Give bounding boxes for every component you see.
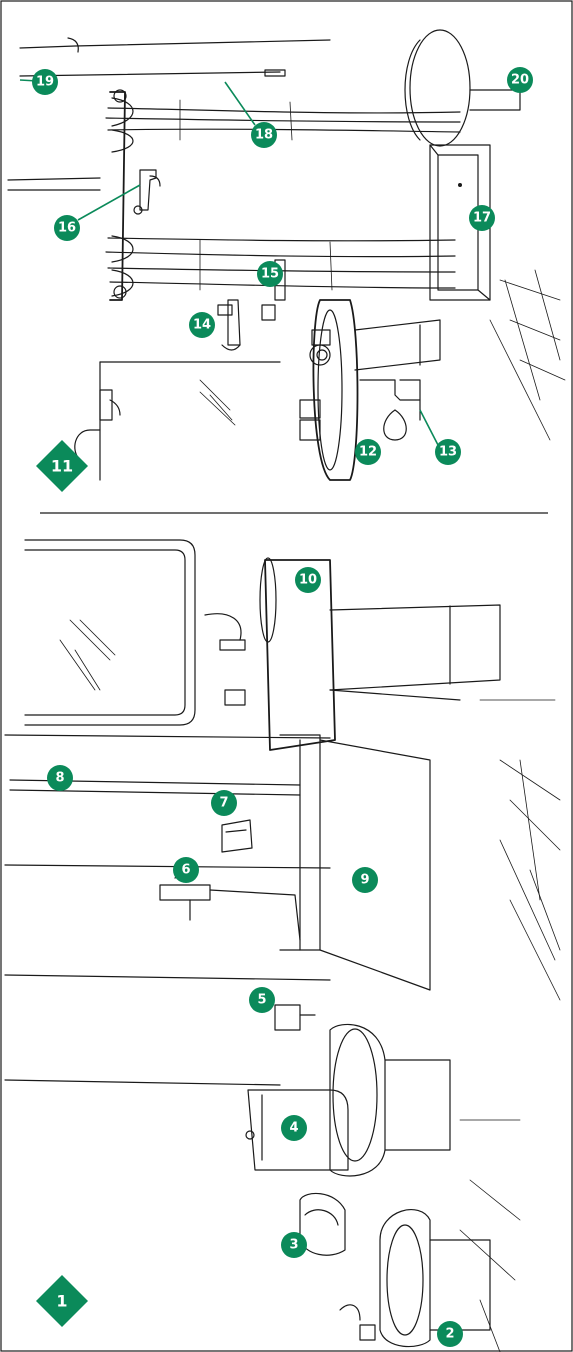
callout-14: 14 [189,312,215,338]
callout-5: 5 [249,987,275,1013]
panel-marker-1: 1 [36,1275,88,1327]
callout-4: 4 [281,1115,307,1141]
svg-text:11: 11 [51,457,73,476]
svg-text:5: 5 [257,993,266,1008]
svg-text:20: 20 [511,73,529,88]
svg-text:18: 18 [255,128,273,143]
svg-text:1: 1 [56,1292,67,1311]
callout-10: 10 [295,567,321,593]
svg-text:2: 2 [445,1327,454,1342]
svg-text:12: 12 [359,445,377,460]
callout-8: 8 [47,765,73,791]
svg-text:10: 10 [299,573,317,588]
svg-text:9: 9 [360,873,369,888]
callout-16: 16 [54,215,80,241]
svg-text:19: 19 [36,75,54,90]
callout-9: 9 [352,867,378,893]
svg-text:14: 14 [193,318,211,333]
svg-text:16: 16 [58,221,76,236]
svg-text:4: 4 [289,1121,298,1136]
svg-text:13: 13 [439,445,457,460]
callout-19: 19 [32,69,58,95]
callout-15: 15 [257,261,283,287]
callout-7: 7 [211,790,237,816]
callout-20: 20 [507,67,533,93]
callout-3: 3 [281,1232,307,1258]
svg-text:8: 8 [55,771,64,786]
callout-6: 6 [173,857,199,883]
svg-text:7: 7 [219,796,228,811]
svg-text:15: 15 [261,267,279,282]
top-panel-illustration [8,30,565,480]
callout-17: 17 [469,205,495,231]
panel-marker-11: 11 [36,440,88,492]
bottom-panel-illustration [5,540,560,1352]
callout-2: 2 [437,1321,463,1347]
svg-text:6: 6 [181,863,190,878]
callout-12: 12 [355,439,381,465]
svg-text:3: 3 [289,1238,298,1253]
callout-13: 13 [435,439,461,465]
callout-18: 18 [251,122,277,148]
svg-text:17: 17 [473,211,491,226]
